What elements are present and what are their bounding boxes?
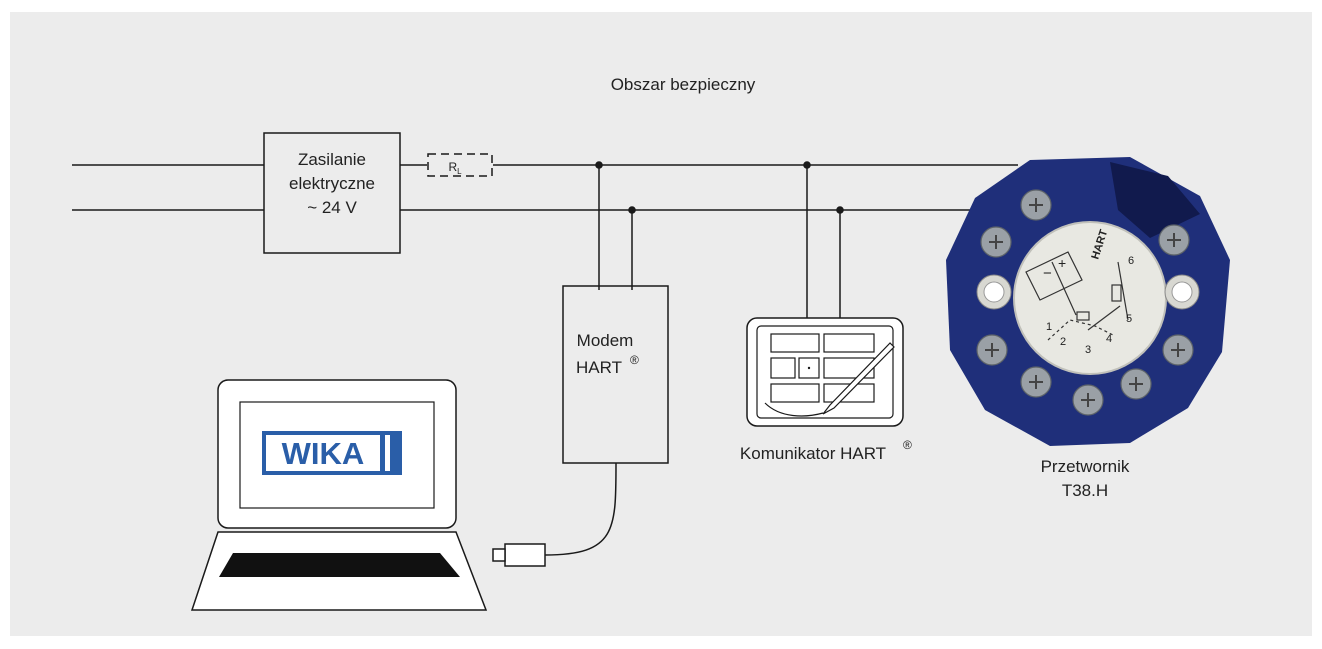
- hart-modem: Modem HART ®: [562, 285, 669, 464]
- terminal-5: 5: [1126, 313, 1132, 325]
- terminal-6: 6: [1128, 255, 1134, 267]
- transmitter-line2: T38.H: [1062, 481, 1108, 500]
- terminal-2: 2: [1060, 336, 1066, 348]
- svg-text:+: +: [1058, 255, 1066, 271]
- power-supply-line1: Zasilanie: [298, 150, 366, 169]
- wiring-diagram: Obszar bezpieczny Zasilanie elektryczne …: [10, 12, 1312, 636]
- communicator-label: Komunikator HART: [740, 444, 886, 463]
- modem-line1: Modem: [577, 331, 634, 350]
- power-supply: Zasilanie elektryczne ~ 24 V: [263, 132, 401, 254]
- terminal-4: 4: [1106, 333, 1112, 345]
- power-supply-line3: ~ 24 V: [307, 198, 357, 217]
- hart-communicator: Komunikator HART ®: [740, 317, 912, 463]
- cable-entry: [1110, 162, 1200, 238]
- terminal-3: 3: [1085, 344, 1091, 356]
- modem-line2: HART: [576, 358, 622, 377]
- load-resistor: RL: [427, 153, 493, 177]
- svg-text:RL: RL: [448, 160, 462, 176]
- usb-cable: [544, 462, 617, 556]
- transmitter-line1: Przetwornik: [1041, 457, 1130, 476]
- svg-text:−: −: [1043, 265, 1052, 282]
- modem-registered-mark: ®: [630, 353, 639, 367]
- laptop: WIKA: [190, 379, 488, 611]
- power-supply-line2: elektryczne: [289, 174, 375, 193]
- safe-area-label: Obszar bezpieczny: [611, 75, 756, 94]
- load-resistor-subscript: L: [457, 167, 462, 176]
- mounting-holes: [976, 274, 1200, 310]
- wika-logo-text: WIKA: [282, 436, 365, 471]
- usb-plug: [492, 543, 546, 567]
- communicator-registered-mark: ®: [903, 438, 912, 452]
- supply-wires: [72, 164, 1018, 322]
- junction-dots: [595, 161, 844, 214]
- keyboard: [219, 553, 460, 577]
- terminal-1: 1: [1046, 321, 1052, 333]
- load-resistor-symbol: R: [448, 160, 457, 174]
- wika-logo: WIKA: [262, 431, 402, 475]
- transmitter-t38h: − + HART 1 2 3 4 5 6: [946, 157, 1230, 500]
